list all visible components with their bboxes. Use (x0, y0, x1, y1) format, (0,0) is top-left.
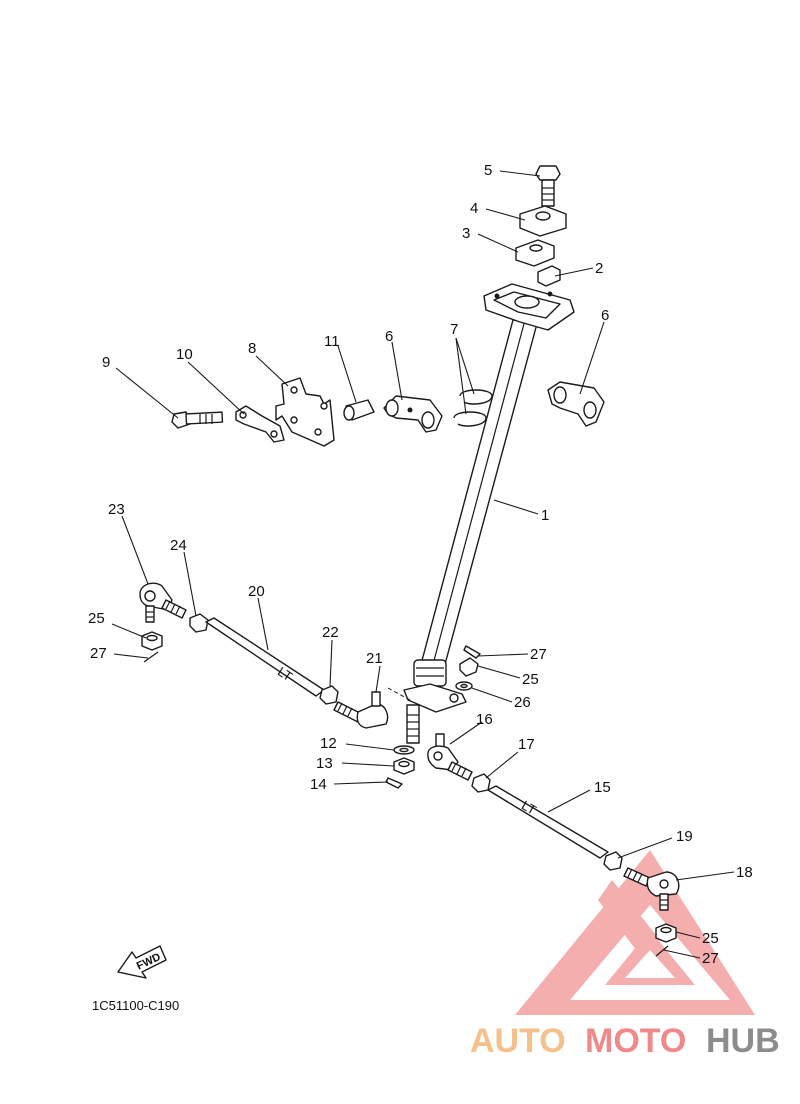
callout-27-center: 27 (530, 646, 547, 663)
cotter-pin-27-left (143, 651, 159, 663)
callout-22: 22 (322, 624, 339, 641)
bushing-3 (515, 239, 555, 267)
callout-4: 4 (470, 200, 478, 217)
callout-23: 23 (108, 501, 125, 518)
washer-26 (455, 681, 473, 691)
fwd-arrow-icon: FWD (117, 945, 167, 979)
rod-end-23 (139, 582, 187, 623)
diagram-code: 1C51100-C190 (92, 998, 179, 1013)
holder-6-right (547, 381, 605, 427)
callout-7: 7 (450, 321, 458, 338)
bolt-5 (535, 165, 561, 207)
tie-rod-15: LT (487, 785, 609, 859)
leader-lines (111, 170, 735, 959)
circlips-7 (453, 389, 493, 427)
cotter-pin-14 (385, 777, 403, 789)
nut-22 (319, 685, 339, 705)
nut-24 (189, 613, 209, 633)
callout-19: 19 (676, 828, 693, 845)
holder-6-left (383, 395, 443, 433)
callout-3: 3 (462, 225, 470, 242)
callout-6-left: 6 (385, 328, 393, 345)
callout-24: 24 (170, 537, 187, 554)
rod-end-18 (623, 867, 680, 911)
cap-2 (537, 265, 561, 287)
callout-12: 12 (320, 735, 337, 752)
lock-plate-10 (235, 405, 285, 443)
watermark-text-moto: MOTO (585, 1022, 686, 1060)
watermark-logo (515, 850, 755, 1015)
nut-13 (393, 757, 415, 775)
svg-text:LT: LT (519, 798, 539, 818)
collar-11 (343, 399, 375, 421)
watermark-text-hub: HUB (706, 1022, 780, 1060)
callout-13: 13 (316, 755, 333, 772)
tie-rod-20: LT (205, 617, 325, 697)
nut-25-left (141, 631, 163, 651)
svg-text:LT: LT (275, 664, 295, 684)
callout-25-right: 25 (702, 930, 719, 947)
callout-10: 10 (176, 346, 193, 363)
callout-8: 8 (248, 340, 256, 357)
callout-9: 9 (102, 354, 110, 371)
callout-25-left: 25 (88, 610, 105, 627)
clamp-4 (519, 205, 567, 237)
callout-1: 1 (541, 507, 549, 524)
callout-27-left: 27 (90, 645, 107, 662)
callout-17: 17 (518, 736, 535, 753)
nut-19 (603, 851, 623, 871)
cotter-pin-27-center (463, 645, 481, 659)
callout-16: 16 (476, 711, 493, 728)
bolt-9 (171, 411, 224, 429)
callout-6-right: 6 (601, 307, 609, 324)
callout-18: 18 (736, 864, 753, 881)
callout-21: 21 (366, 650, 383, 667)
callout-26: 26 (514, 694, 531, 711)
callout-20: 20 (248, 583, 265, 600)
callout-25-center: 25 (522, 671, 539, 688)
callout-11: 11 (324, 333, 340, 350)
nut-25-right (655, 923, 677, 943)
rod-end-21 (333, 691, 389, 729)
rod-end-16 (427, 733, 473, 781)
callout-14: 14 (310, 776, 327, 793)
nut-25-center (459, 657, 479, 677)
steering-column (387, 283, 575, 744)
washer-12 (393, 745, 415, 755)
callout-2: 2 (595, 260, 603, 277)
callout-15: 15 (594, 779, 611, 796)
watermark-text-auto: AUTO (470, 1022, 566, 1060)
cotter-pin-27-right (655, 945, 669, 957)
callout-5: 5 (484, 162, 492, 179)
callout-27-right: 27 (702, 950, 719, 967)
bracket-8 (275, 377, 335, 447)
